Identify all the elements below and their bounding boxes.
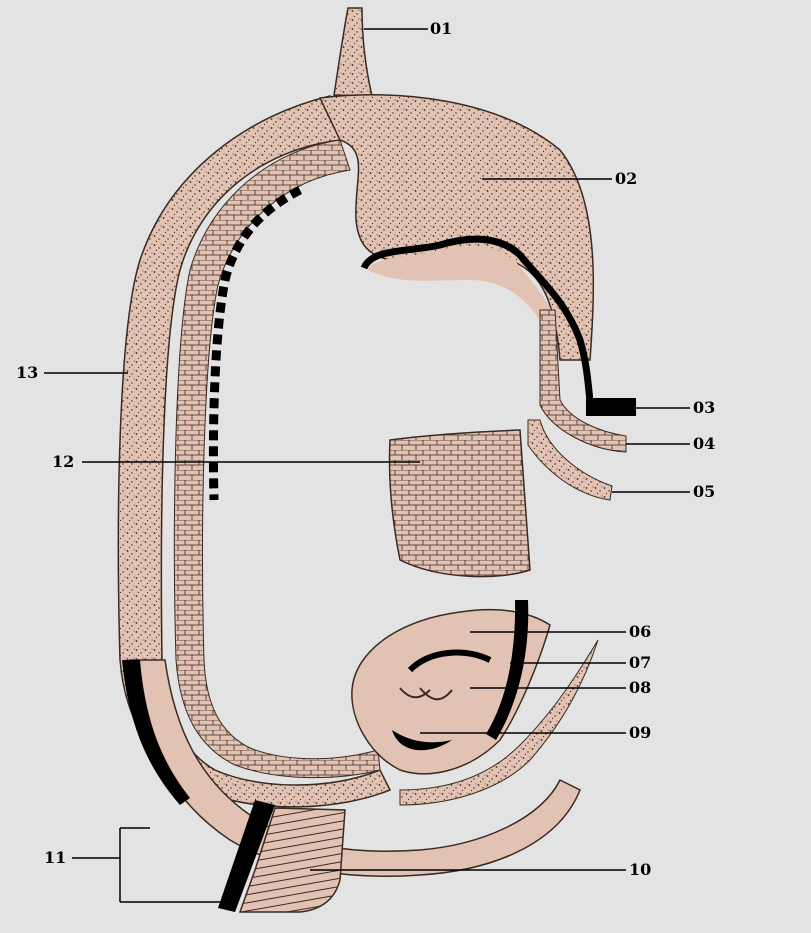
- label-02: 02: [615, 170, 637, 188]
- endosperm-cells: [389, 430, 530, 577]
- label-04: 04: [693, 435, 715, 453]
- label-01: 01: [430, 20, 452, 38]
- label-07: 07: [629, 654, 651, 672]
- stalk: [334, 8, 372, 96]
- label-03: 03: [693, 399, 715, 417]
- layer-strip-03: [586, 398, 636, 416]
- label-06: 06: [629, 623, 651, 641]
- label-13: 13: [16, 364, 38, 382]
- label-05: 05: [693, 483, 715, 501]
- label-12: 12: [52, 453, 74, 471]
- aleurone-layer: [174, 140, 380, 778]
- label-09: 09: [629, 724, 651, 742]
- label-10: 10: [629, 861, 651, 879]
- label-08: 08: [629, 679, 651, 697]
- label-11: 11: [44, 849, 66, 867]
